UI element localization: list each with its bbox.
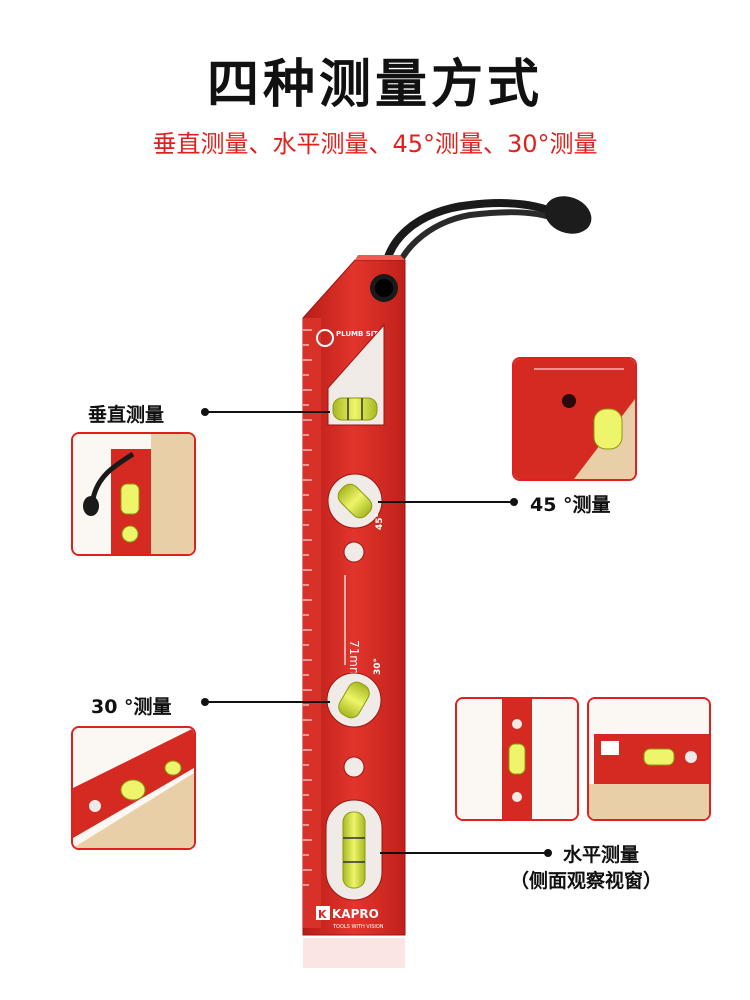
thumb-horizontal-side — [455, 697, 579, 821]
page-subtitle: 垂直测量、水平测量、45°测量、30°测量 — [152, 130, 598, 158]
angle-45-mark: 45° — [375, 513, 385, 530]
callout-horizontal-label: 水平测量 — [563, 844, 640, 866]
plumb-mark-text: PLUMB SITE — [336, 330, 383, 338]
callout-45-label: 45 °测量 — [530, 494, 611, 516]
thumb-horizontal-front — [587, 697, 711, 821]
brand-tagline: TOOLS WITH VISION — [332, 924, 384, 930]
callout-vertical-line — [205, 411, 330, 413]
thumb-30 — [71, 726, 196, 850]
thumb-45 — [512, 357, 637, 481]
wrist-strap — [380, 199, 562, 286]
length-mark: 71mm — [347, 640, 361, 679]
callout-horizontal-dot — [544, 849, 552, 857]
angle-30-mark: 30° — [373, 658, 383, 675]
ruler-ticks — [303, 329, 312, 886]
callout-vertical-label: 垂直测量 — [88, 404, 165, 426]
horizontal-vial — [342, 811, 366, 889]
vial-30 — [338, 681, 370, 719]
page-title: 四种测量方式 — [206, 55, 543, 115]
strap-stopper — [544, 196, 592, 234]
plumb-site-mark: PLUMB SITE — [316, 329, 383, 347]
callout-horizontal-note: （侧面观察视窗） — [510, 870, 663, 892]
callout-horizontal-line — [380, 852, 548, 854]
callout-45-dot — [510, 498, 518, 506]
thumb-vertical — [71, 432, 196, 556]
brand-logo-text: KAPRO — [332, 907, 379, 921]
svg-text:K: K — [318, 908, 327, 921]
callout-45-line — [378, 501, 512, 503]
callout-30-line — [205, 701, 330, 703]
vial-45 — [337, 483, 373, 519]
vertical-vial — [332, 397, 378, 421]
callout-30-label: 30 °测量 — [91, 696, 172, 718]
